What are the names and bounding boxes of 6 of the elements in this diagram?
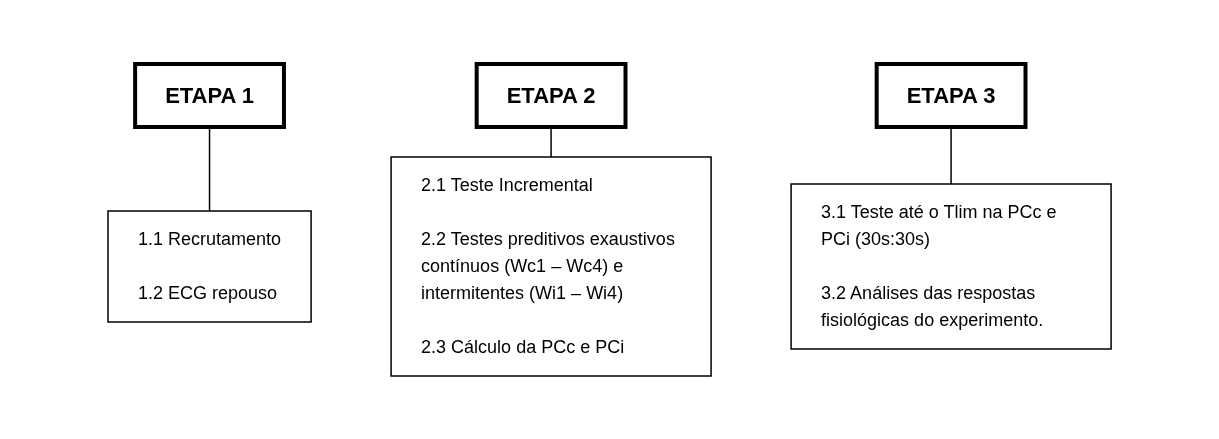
node-box: ETAPA 3 [874,61,1028,129]
node-box: ETAPA 1 [133,61,286,129]
node-box: 2.1 Teste Incremental 2.2 Testes preditivos exaustivos contínuos (Wc1 – Wc4) e intermitentes (Wi1 – Wi4) 2.3 Cálculo da PCc e PCi [390,155,712,377]
node-box: 1.1 Recrutamento 1.2 ECG repouso [107,209,312,323]
node-box: ETAPA 2 [474,61,628,129]
node-box: 3.1 Teste até o Tlim na PCc e PCi (30s:30s) 3.2 Análises das respostas fisiológicas do experimento. [790,182,1112,350]
